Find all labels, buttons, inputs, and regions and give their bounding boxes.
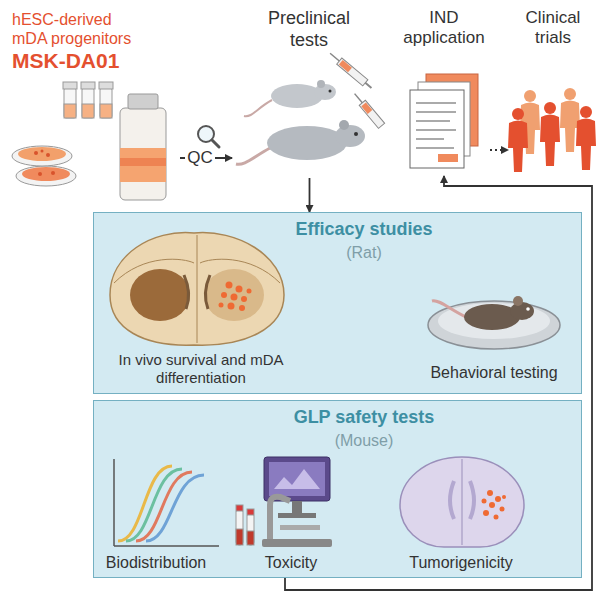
connector-arrow <box>490 149 508 151</box>
caption: Toxicity <box>241 553 341 572</box>
caption: Tumorigenicity <box>396 553 526 572</box>
panel-heading: GLP safety tests <box>264 407 464 429</box>
stage-label: Preclinical tests <box>254 8 364 51</box>
product-name: MSK-DA01 <box>12 48 162 73</box>
stage-label: Clinical trials <box>508 8 598 49</box>
source-label: hESC-derived mDA progenitors <box>12 10 144 48</box>
stage-label: IND application <box>398 8 490 49</box>
panel-heading: Efficacy studies <box>264 219 464 241</box>
safety-illustration <box>94 401 583 579</box>
source-group: hESC-derived mDA progenitorsMSK-DA01 <box>8 8 180 208</box>
panel-subheading: (Mouse) <box>264 431 464 450</box>
caption: Biodistribution <box>94 553 218 572</box>
clinical-group: Clinical trials <box>508 8 598 178</box>
efficacy-panel: Efficacy studies (Rat) In vivo survival an… <box>93 212 582 394</box>
panel-subheading: (Rat) <box>264 243 464 262</box>
preclinical-group: Preclinical tests <box>232 8 387 178</box>
caption: In vivo survival and mDA differentiation <box>111 351 291 387</box>
edge-label: QC <box>185 149 215 168</box>
connector-arrow <box>309 178 311 212</box>
caption: Behavioral testing <box>414 363 574 382</box>
safety-panel: GLP safety tests (Mouse) Biodistribution To… <box>93 400 582 578</box>
ind-group: IND application <box>398 8 490 176</box>
